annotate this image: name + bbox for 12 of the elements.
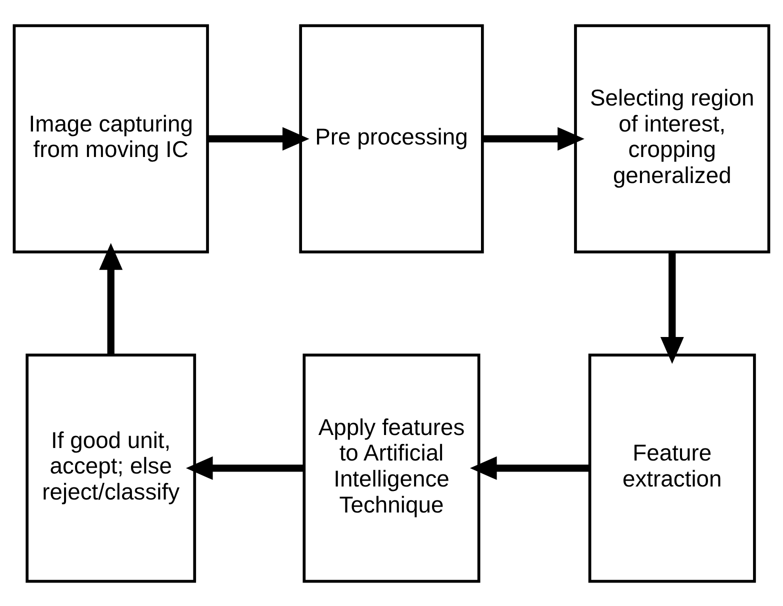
arrow [186,456,304,480]
node-box: Selecting region of interest, cropping generalized [574,24,770,253]
node-box: Pre processing [299,24,484,253]
node-box: Image capturing from moving IC [12,24,209,253]
arrow [482,126,584,150]
arrow [660,251,684,364]
node-box: Apply features to Artificial Intelligence Technique [302,353,480,582]
arrow [470,456,590,480]
node-box: Feature extraction [588,353,756,582]
node-box: If good unit, accept; else reject/classify [26,353,196,582]
arrow [208,126,310,150]
arrow [99,242,123,354]
